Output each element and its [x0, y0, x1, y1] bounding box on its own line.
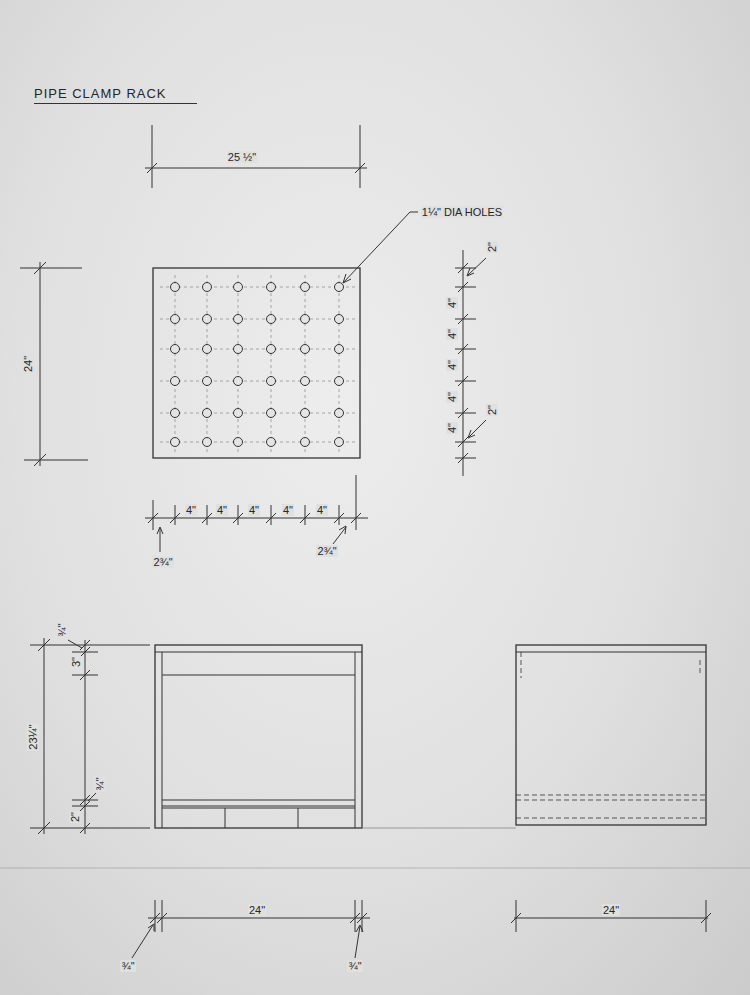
drawing-title: PIPE CLAMP RACK: [34, 86, 197, 104]
dimension-label: 2¾": [152, 556, 173, 568]
dimension-label: 4": [446, 391, 458, 403]
dimension-label: 2": [69, 811, 81, 823]
dimension-label: ¾": [56, 622, 68, 637]
dimension-label: 2": [486, 404, 498, 416]
dimension-label: ¾": [120, 960, 135, 972]
dimension-label: 4": [446, 297, 458, 309]
dimension-label: 4": [185, 504, 197, 516]
dimension-label: 24": [602, 904, 620, 916]
dimension-label: 2": [486, 241, 498, 253]
dimension-label: 4": [316, 504, 328, 516]
dimension-label: 1¼" DIA HOLES: [421, 206, 503, 218]
dimension-label: 25 ½": [227, 151, 257, 163]
dimension-label: 23¼": [27, 723, 39, 750]
dimension-label: 2¾": [316, 545, 337, 557]
dimension-label: 4": [446, 328, 458, 340]
dimension-label: 24": [248, 904, 266, 916]
dimension-label: ¾": [94, 776, 106, 791]
dimension-label: 4": [446, 422, 458, 434]
dimension-label: 4": [446, 359, 458, 371]
dimension-label: 24": [22, 355, 34, 373]
dimension-label: 3": [70, 656, 82, 668]
dimension-label: 4": [282, 504, 294, 516]
dimension-label: ¾": [347, 960, 362, 972]
dimension-label: 4": [248, 504, 260, 516]
dimension-label: 4": [216, 504, 228, 516]
